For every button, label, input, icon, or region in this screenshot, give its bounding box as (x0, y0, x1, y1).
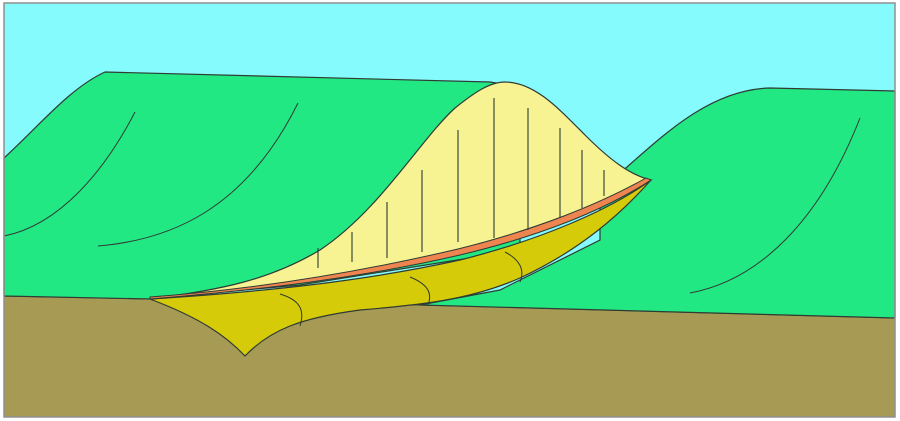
landslide-diagram (0, 0, 900, 421)
diagram-stage (0, 0, 900, 421)
